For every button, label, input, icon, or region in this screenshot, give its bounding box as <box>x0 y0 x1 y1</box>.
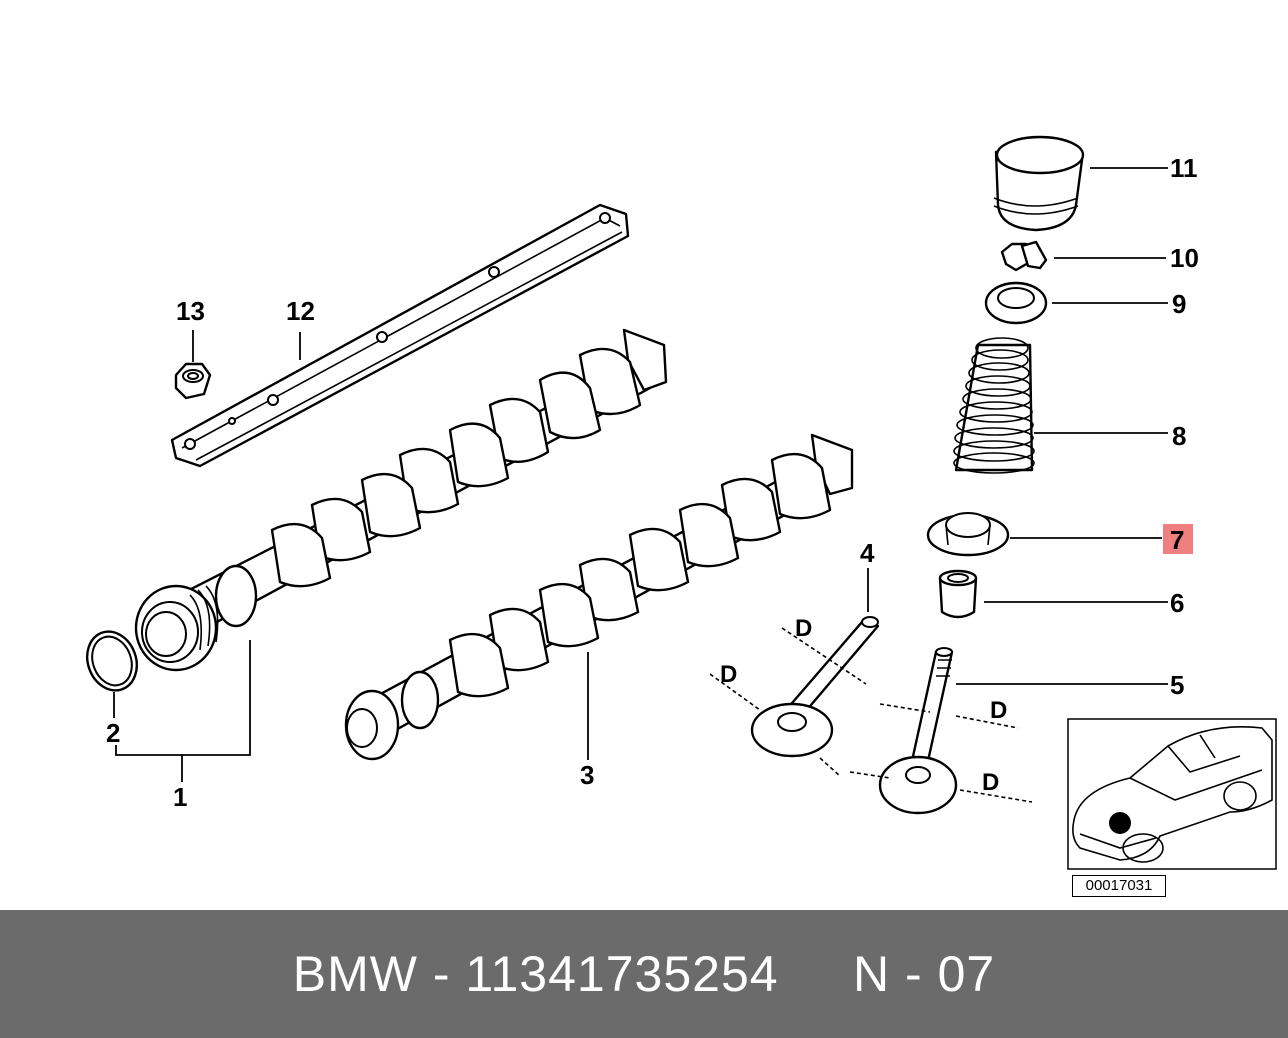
reference-number: 00017031 <box>1072 875 1166 897</box>
footer-title: BMW - 11341735254 N - 07 <box>292 946 996 1002</box>
camshaft-3[interactable] <box>344 433 854 761</box>
valve-5[interactable] <box>878 647 958 815</box>
camshaft-1[interactable] <box>134 328 668 672</box>
leader-lines <box>113 167 1168 782</box>
dimension-label-d: D <box>795 615 812 642</box>
highlight-box-7 <box>1163 524 1193 554</box>
label-10: 10 <box>1170 243 1199 273</box>
label-8: 8 <box>1172 421 1186 451</box>
valve-4[interactable] <box>750 616 880 758</box>
valve-spring-8[interactable] <box>953 337 1035 474</box>
valve-collets-10[interactable] <box>1000 240 1048 272</box>
tappet-11[interactable] <box>993 135 1085 232</box>
location-marker <box>1109 812 1131 834</box>
label-9: 9 <box>1172 289 1186 319</box>
label-7: 7 <box>1170 525 1184 555</box>
dimension-label-d: D <box>982 769 999 796</box>
dimension-label-d: D <box>720 661 737 688</box>
spring-retainer-9[interactable] <box>984 281 1048 325</box>
label-13: 13 <box>176 296 205 326</box>
bearing-strip-12[interactable] <box>170 203 630 468</box>
dimension-label-d: D <box>990 697 1007 724</box>
label-3: 3 <box>580 760 594 790</box>
footer-bar: BMW - 11341735254 N - 07 <box>0 910 1288 1038</box>
o-ring-2[interactable] <box>79 625 145 698</box>
car-location-thumbnail <box>1067 718 1277 870</box>
label-11: 11 <box>1170 153 1198 183</box>
label-12: 12 <box>286 296 315 326</box>
label-1: 1 <box>173 782 187 812</box>
valve-stem-seal-6[interactable] <box>938 569 978 619</box>
label-4: 4 <box>860 538 875 568</box>
parts-diagram: 11 10 9 8 7 6 5 4 3 2 1 12 13 D D D D <box>79 135 1277 870</box>
label-5: 5 <box>1170 670 1184 700</box>
dimension-markers <box>709 627 1033 803</box>
nut-13[interactable] <box>174 362 212 400</box>
label-6: 6 <box>1170 588 1184 618</box>
spring-seat-7[interactable] <box>926 512 1010 557</box>
label-2: 2 <box>106 718 120 748</box>
